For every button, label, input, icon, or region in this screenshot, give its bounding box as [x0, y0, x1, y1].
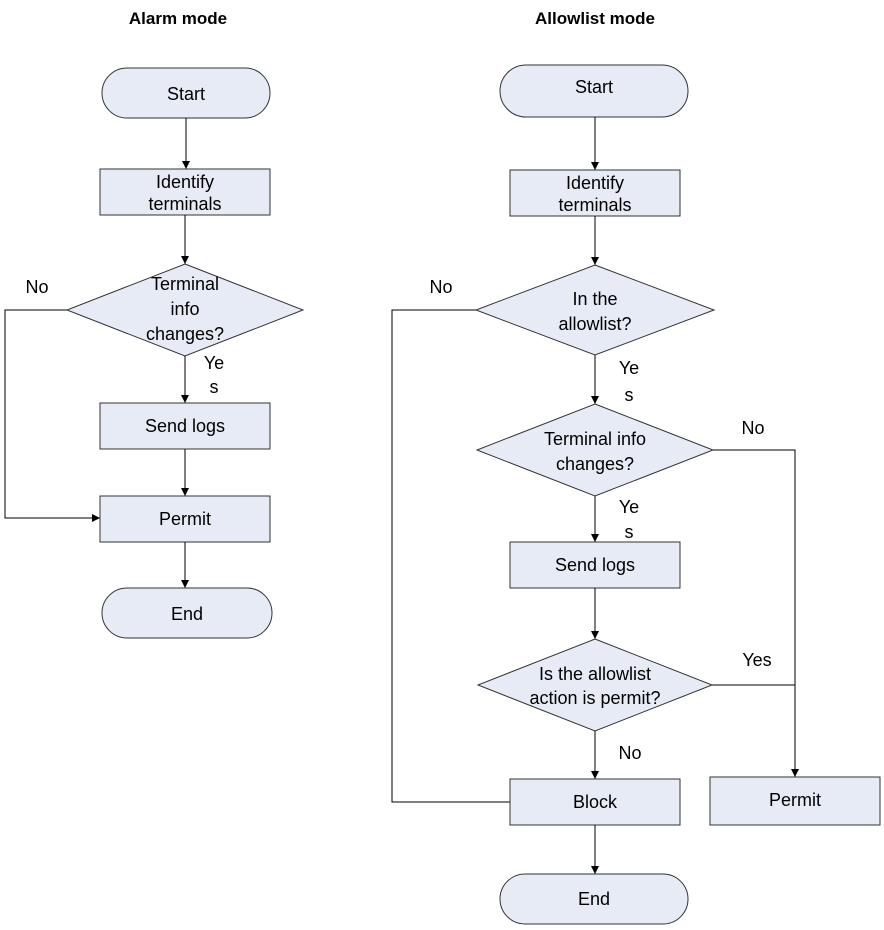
- allowlist-decision3-yes-label: Yes: [742, 650, 771, 670]
- alarm-end-label: End: [171, 604, 203, 624]
- allowlist-decision2-label-2: changes?: [556, 454, 634, 474]
- alarm-no-label: No: [25, 277, 48, 297]
- allowlist-identify-terminals-box: [509, 169, 681, 217]
- alarm-permit-label: Permit: [159, 509, 211, 529]
- allowlist-end-label: End: [578, 889, 610, 909]
- allowlist-permit-box: [709, 776, 881, 826]
- allowlist-send-logs-label: Send logs: [555, 555, 635, 575]
- alarm-decision-label-3: changes?: [146, 324, 224, 344]
- allowlist-permit-label: Permit: [769, 790, 821, 810]
- allowlist-in-allowlist-decision: [474, 264, 716, 356]
- alarm-permit-box: [99, 495, 271, 543]
- allowlist-decision3-label-2: action is permit?: [529, 688, 660, 708]
- allowlist-block-label: Block: [573, 792, 618, 812]
- alarm-yes-label-2: s: [210, 377, 219, 397]
- allowlist-decision2-no-label: No: [741, 418, 764, 438]
- allowlist-start-terminator: [499, 64, 689, 118]
- alarm-send-logs-box: [99, 402, 271, 450]
- allowlist-decision1-label-1: In the: [572, 289, 617, 309]
- allowlist-decision3-label-1: Is the allowlist: [539, 664, 651, 684]
- allowlist-identify-label-2: terminals: [558, 195, 631, 215]
- allowlist-decision1-yes-label-2: s: [625, 385, 634, 405]
- alarm-identify-label-1: Identify: [156, 172, 214, 192]
- alarm-end-terminator: [101, 587, 273, 639]
- allowlist-terminal-info-decision: [475, 403, 715, 497]
- alarm-start-label: Start: [167, 84, 205, 104]
- alarm-identify-terminals-box: [99, 168, 271, 216]
- alarm-decision-label-1: Terminal: [151, 274, 219, 294]
- allowlist-decision1-no-label: No: [429, 277, 452, 297]
- allowlist-decision2-yes-label-2: s: [625, 522, 634, 542]
- alarm-mode-title: Alarm mode: [129, 9, 227, 28]
- allowlist-mode-title: Allowlist mode: [535, 9, 655, 28]
- allowlist-decision1-yes-label-1: Ye: [619, 358, 639, 378]
- alarm-yes-label-1: Ye: [204, 353, 224, 373]
- allowlist-decision2-yes-label-1: Ye: [619, 497, 639, 517]
- alarm-send-logs-label: Send logs: [145, 416, 225, 436]
- allowlist-identify-label-1: Identify: [566, 173, 624, 193]
- allowlist-start-label: Start: [575, 77, 613, 97]
- allowlist-send-logs-box: [509, 541, 681, 589]
- allowlist-action-permit-decision: [476, 638, 714, 732]
- alarm-identify-label-2: terminals: [148, 194, 221, 214]
- allowlist-decision1-label-2: allowlist?: [558, 314, 631, 334]
- allowlist-decision3-no-label: No: [618, 743, 641, 763]
- allowlist-decision2-label-1: Terminal info: [544, 429, 646, 449]
- allowlist-block-box: [509, 778, 681, 826]
- allowlist-end-terminator: [499, 873, 689, 925]
- alarm-decision-label-2: info: [170, 299, 199, 319]
